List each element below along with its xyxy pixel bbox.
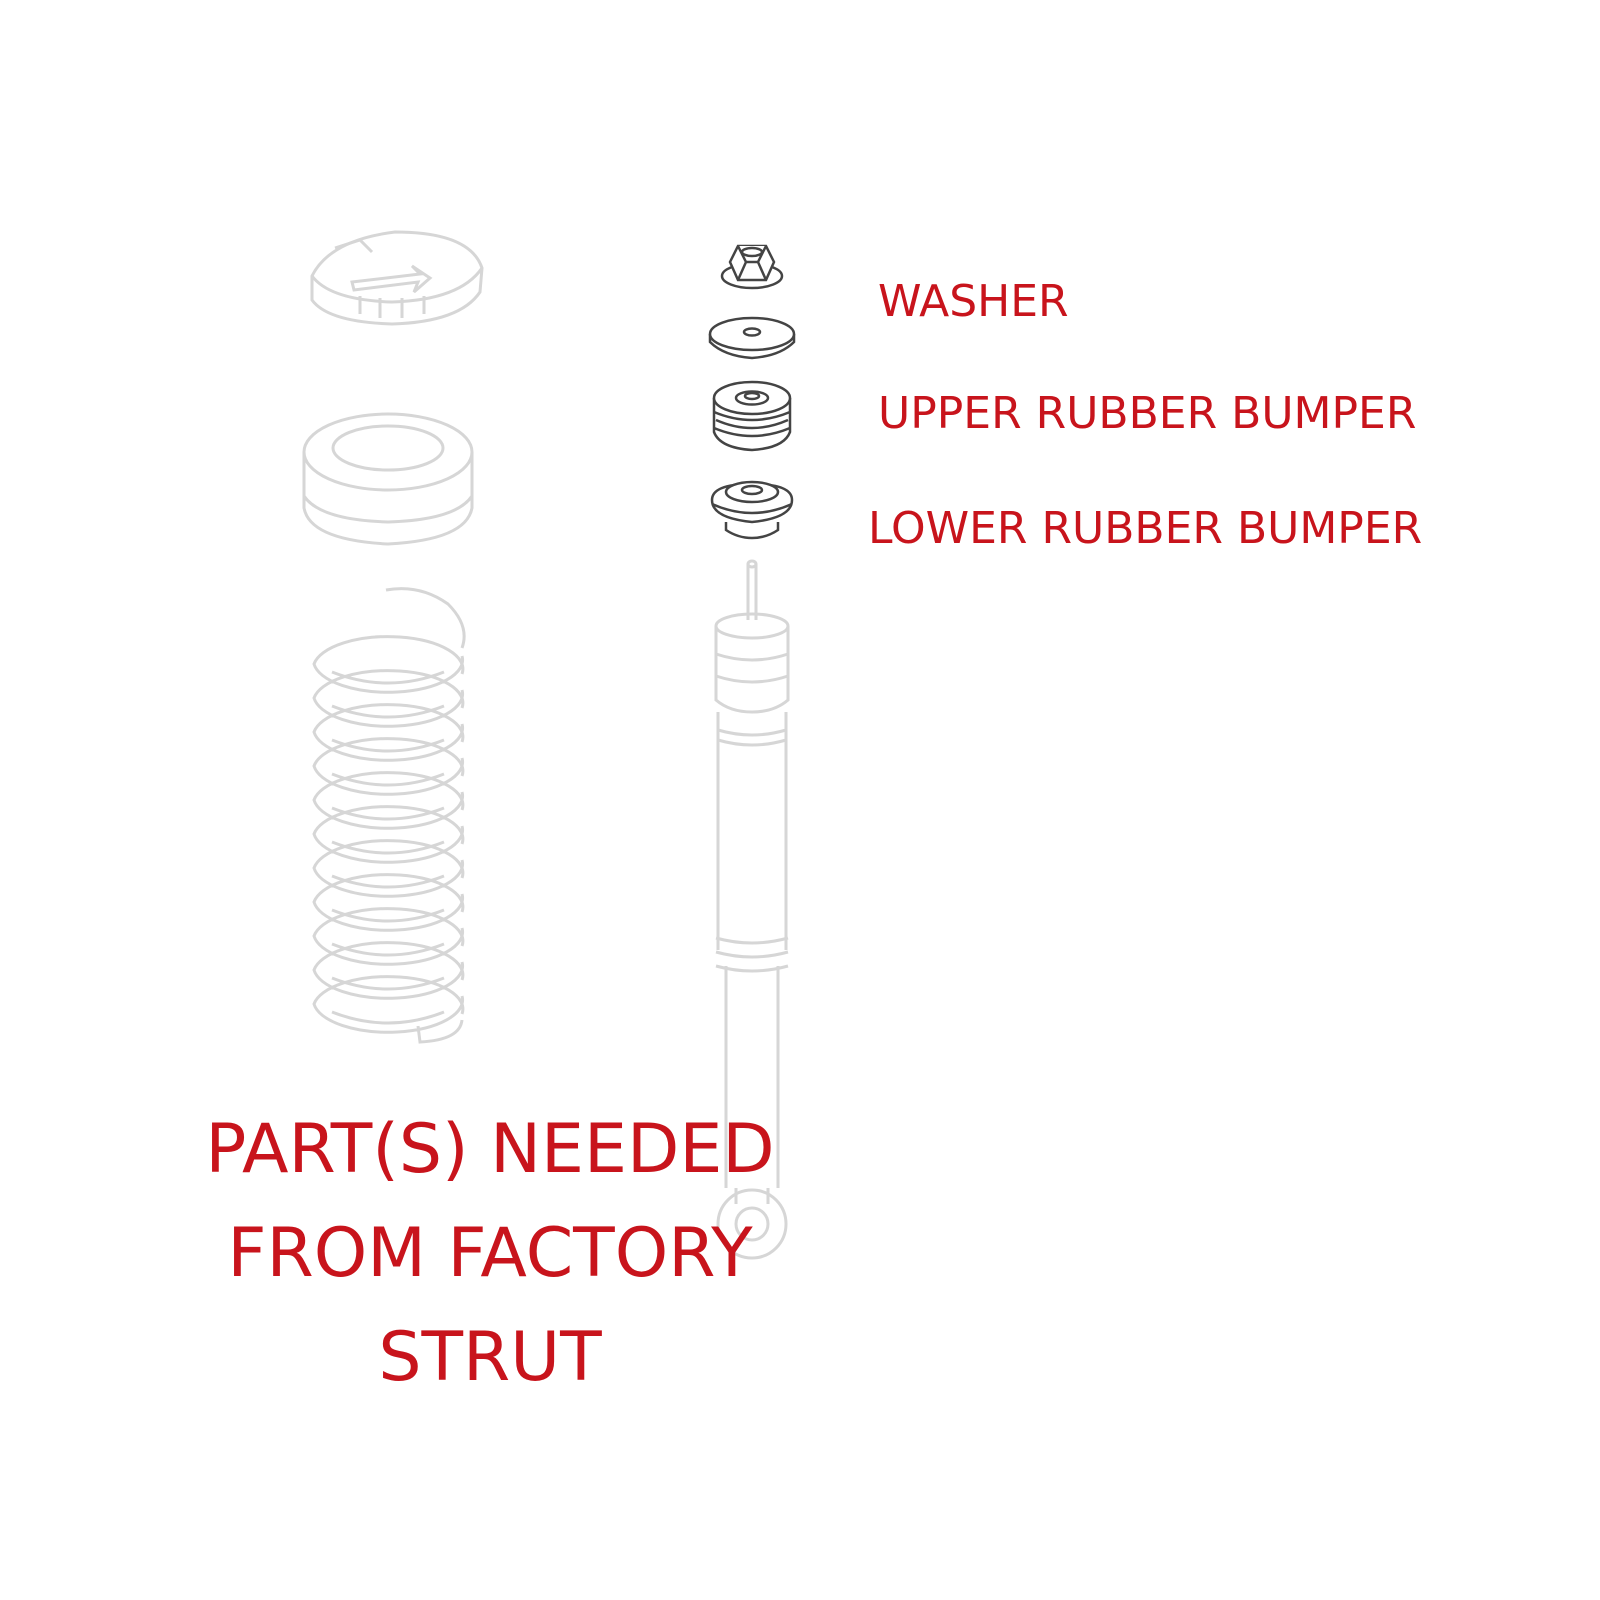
hex-nut-icon	[720, 244, 784, 290]
upper-rubber-bumper-icon	[712, 380, 792, 452]
parts-needed-note: PART(S) NEEDED FROM FACTORY STRUT	[150, 1098, 830, 1410]
washer-icon	[708, 316, 796, 360]
note-line-3: STRUT	[378, 1318, 602, 1397]
coil-spring	[312, 587, 466, 1044]
rubber-isolator-ring	[302, 412, 474, 546]
washer-label: WASHER	[878, 276, 1069, 327]
shock-absorber	[714, 559, 790, 1260]
note-line-1: PART(S) NEEDED	[205, 1110, 775, 1189]
note-line-2: FROM FACTORY	[227, 1214, 753, 1293]
spring-top-mount	[310, 230, 484, 326]
lower-rubber-bumper-icon	[710, 480, 794, 540]
upper-rubber-bumper-label: UPPER RUBBER BUMPER	[878, 388, 1417, 439]
lower-rubber-bumper-label: LOWER RUBBER BUMPER	[868, 503, 1423, 554]
